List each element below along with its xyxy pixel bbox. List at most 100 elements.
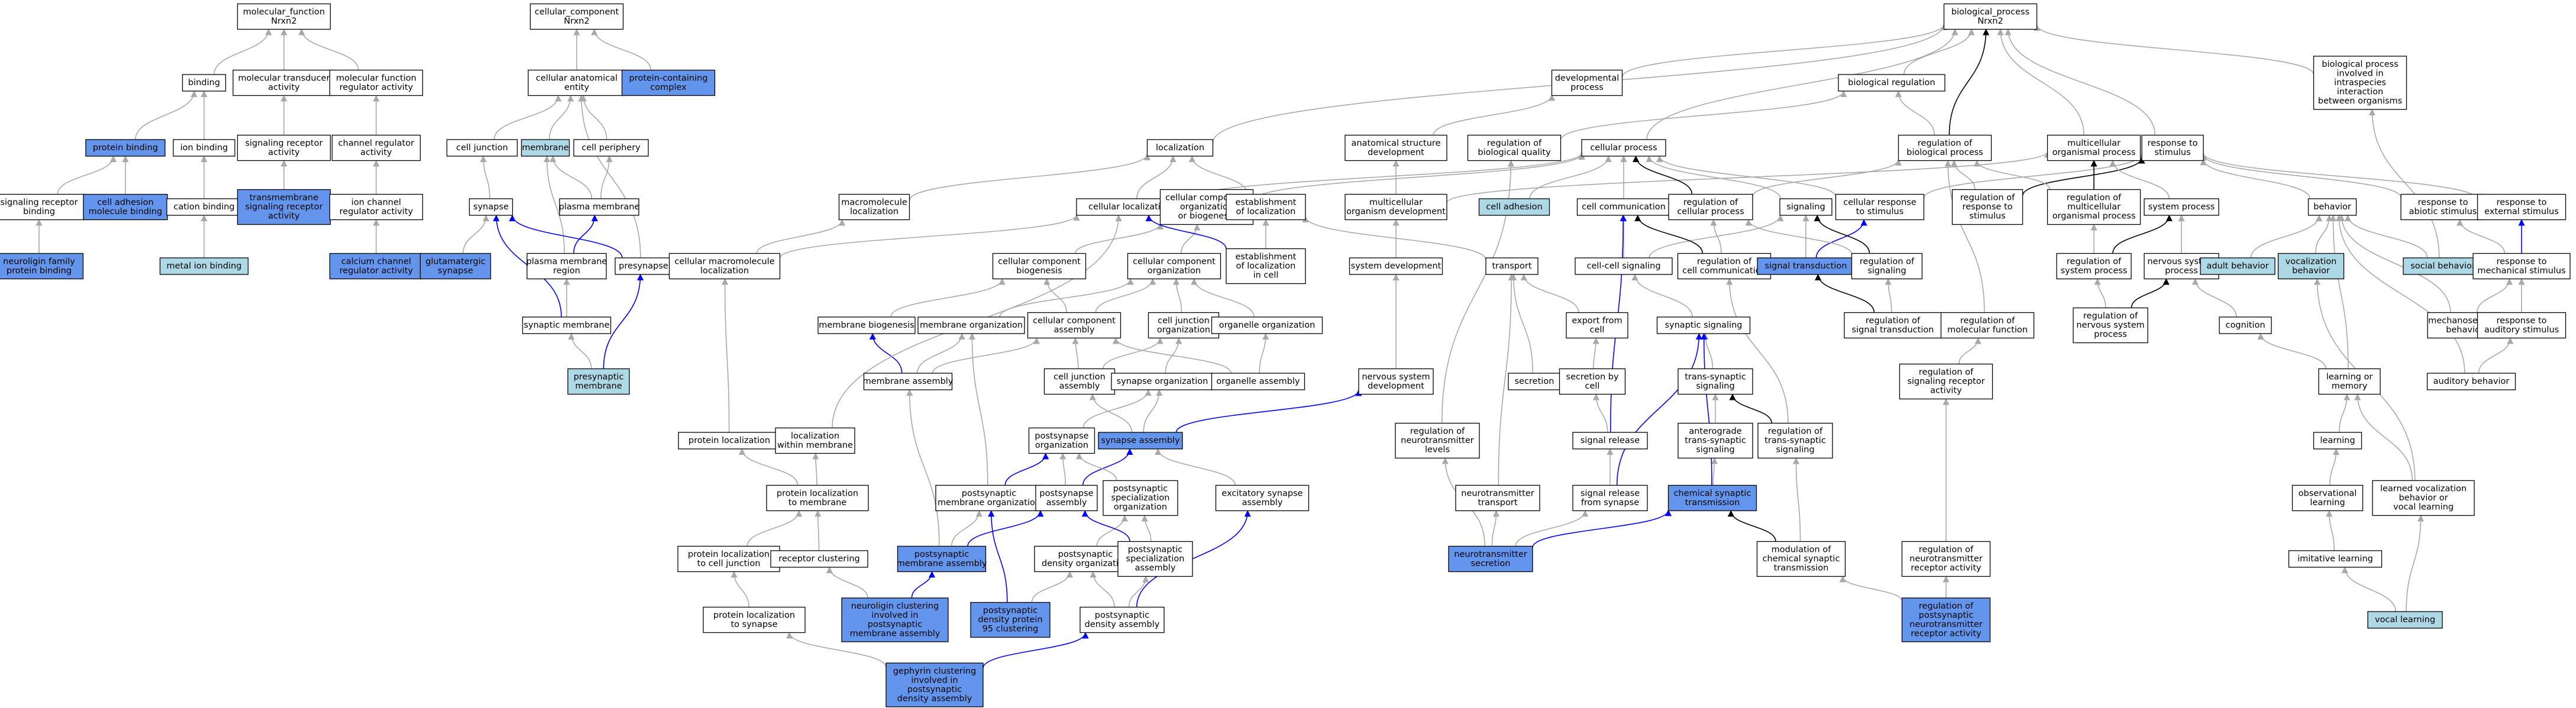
term-box [329,253,424,280]
term-box [182,74,227,92]
term-label-line: imitative learning [2297,554,2373,564]
edge-is_a [550,155,593,199]
edge-is_a [2094,278,2106,308]
go-term-membio: membrane biogenesis [817,316,916,334]
term-box [1667,484,1757,512]
term-label-line: signal transduction [1852,325,1934,335]
go-term-memorg: membrane organization [917,316,1025,334]
term-box [1940,312,2035,339]
edge-is_a [548,95,574,140]
term-box [522,316,612,334]
edge-is_a [909,153,1150,201]
term-box [1575,257,1673,275]
term-box [528,69,626,96]
go-term-localization: localization [1146,139,1214,157]
term-box [1344,193,1447,221]
edge-part_of [1004,452,1049,486]
go-term-cellcomm: cell communication [1576,198,1671,216]
term-label-line: postsynapse [1039,489,1093,499]
term-label-line: involved in [2336,69,2383,79]
term-label-line: or biogenesis [1178,212,1236,221]
go-term-membrane: membrane [521,139,570,157]
go-term-orgorg: organelle organization [1211,316,1323,334]
edge-is_a [1944,160,1985,313]
term-label-line: establishment [1236,253,1297,262]
term-label-line: response to [2496,257,2546,267]
edge-is_a [2109,160,2170,199]
term-label-line: postsynaptic [962,489,1016,499]
term-label-line: protein binding [7,266,72,276]
term-label-line: density organization [1042,559,1129,568]
term-label-line: biogenesis [1016,266,1062,276]
go-term-recclust: receptor clustering [770,550,868,568]
edge-part_of [573,214,598,254]
term-box [2141,134,2204,161]
term-label-line: signaling [1776,445,1814,455]
term-label-line: 95 clustering [982,625,1039,634]
edge-is_a [2457,219,2506,254]
edge-regulates [1814,214,1870,254]
term-box [1485,257,1539,275]
edge-is_a [1090,571,1115,607]
term-box [237,3,331,30]
term-label-line: organization [1035,441,1088,450]
term-label-line: receptor activity [1911,629,1982,639]
edge-is_a [1656,155,1837,198]
term-label-line: system process [2061,266,2128,276]
term-label-line: response to [1962,202,2012,212]
term-box [621,69,716,96]
edge-is_a [2341,566,2396,612]
term-box [775,427,855,454]
term-label-line: cation binding [173,202,234,212]
term-box [2318,368,2381,395]
term-label-line: external stimulus [2484,207,2559,216]
term-box [2047,134,2141,161]
term-label-line: secretion by [1566,373,1619,382]
term-label-line: adult behavior [2206,261,2268,271]
term-label-line: to stimulus [1856,207,1904,216]
term-box [1349,257,1443,275]
term-box [1943,3,2038,30]
edge-is_a [731,571,749,607]
term-label-line: to cell junction [697,559,761,568]
term-box [1395,422,1480,459]
edge-is_a [2200,152,2478,200]
term-label-line: multicellular [2067,202,2121,212]
term-box [1757,422,1833,459]
term-label-line: cellular localization [1088,202,1171,212]
term-label-line: synapse [473,202,509,212]
term-box [419,253,492,280]
term-label-line: involved in [871,611,918,620]
edge-is_a [1191,278,1255,318]
term-label-line: molecular transducer [238,74,329,83]
term-box [1478,198,1550,216]
edge-is_a [932,337,1040,374]
term-label-line: complex [650,83,687,92]
term-box [2277,253,2345,280]
term-box [237,134,331,161]
edge-is_a [812,452,819,486]
term-label-line: protein localization [688,550,770,560]
edge-is_a [1885,278,1892,313]
term-label-line: regulation of [1918,139,1973,148]
term-box [1581,139,1666,157]
term-label-line: organelle organization [1219,321,1316,330]
term-box [2372,480,2475,516]
term-label-line: learning [2320,436,2355,445]
term-label-line: establishment [1236,198,1297,208]
go-term-secretion: secretion [1508,373,1561,390]
term-label-line: development [1368,148,1424,157]
term-box [1551,69,1623,96]
term-label-line: neurotransmitter [1454,550,1527,560]
